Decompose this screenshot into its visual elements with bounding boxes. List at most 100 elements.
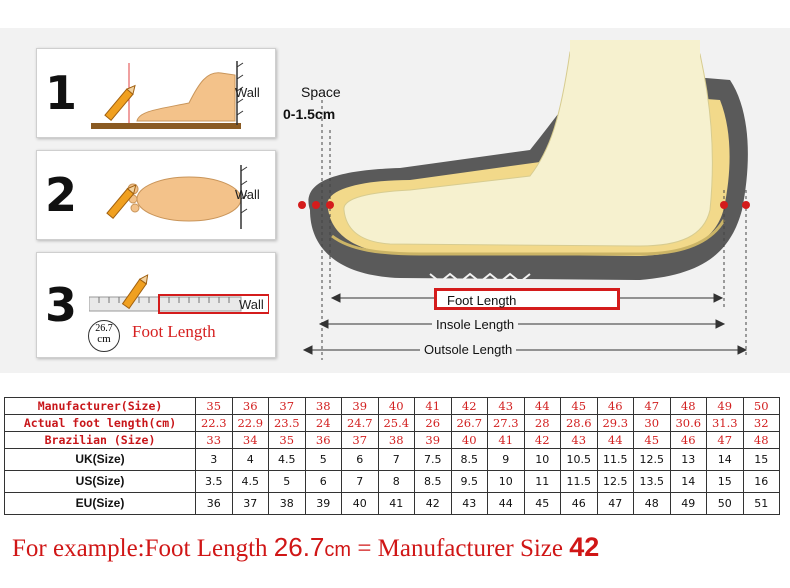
table-cell: 43 [450, 492, 488, 515]
table-cell: 3.5 [195, 470, 233, 493]
table-cell: 40 [377, 397, 415, 415]
measurement-number: 26.7 [95, 323, 113, 334]
table-cell: 38 [304, 397, 342, 415]
table-cell: 39 [341, 397, 379, 415]
table-cell: 35 [195, 397, 233, 415]
table-cell: 40 [450, 431, 488, 449]
table-cell: 48 [633, 492, 671, 515]
table-cell: 28 [523, 414, 561, 432]
table-cell: 39 [304, 492, 342, 515]
table-cell: 48 [742, 431, 780, 449]
foot-top-view-illustration [106, 165, 248, 229]
space-value: 0-1.5cm [283, 106, 336, 122]
outsole-length-label: Outsole Length [420, 342, 517, 357]
table-cell: 32 [742, 414, 780, 432]
pencil-icon [104, 84, 136, 122]
shoe-cross-section-diagram [298, 40, 750, 360]
table-cell: 10 [523, 448, 561, 471]
measurement-badge: 26.7 cm [88, 320, 120, 352]
table-cell: 44 [487, 492, 525, 515]
table-cell: 11.5 [596, 448, 634, 471]
table-cell: 48 [669, 397, 707, 415]
table-cell: 30.6 [669, 414, 707, 432]
row-header: Brazilian (Size) [4, 431, 196, 449]
table-cell: 12.5 [633, 448, 671, 471]
table-cell: 42 [523, 431, 561, 449]
example-prefix: For example:Foot Length [12, 535, 274, 562]
table-cell: 4.5 [231, 470, 269, 493]
table-cell: 36 [195, 492, 233, 515]
foot-side-view-illustration [91, 61, 244, 129]
table-cell: 14 [669, 470, 707, 493]
pencil-icon [121, 274, 149, 310]
table-cell: 33 [195, 431, 233, 449]
table-cell: 45 [633, 431, 671, 449]
table-cell: 50 [706, 492, 744, 515]
example-length-value: 26.7 [273, 532, 325, 562]
wall-label: Wall [235, 187, 260, 202]
table-cell: 25.4 [377, 414, 415, 432]
ruler-illustration [89, 274, 269, 314]
table-cell: 15 [742, 448, 780, 471]
table-cell: 8.5 [450, 448, 488, 471]
wall-label: Wall [239, 297, 264, 312]
table-cell: 28.6 [560, 414, 598, 432]
table-cell: 9.5 [450, 470, 488, 493]
row-header: US(Size) [4, 470, 196, 493]
table-cell: 31.3 [706, 414, 744, 432]
table-cell: 49 [669, 492, 707, 515]
example-sentence: For example:Foot Length 26.7cm = Manufac… [12, 532, 782, 563]
table-cell: 7 [377, 448, 415, 471]
table-cell: 7.5 [414, 448, 452, 471]
table-cell: 11.5 [560, 470, 598, 493]
step-3-card: 3 Wall [36, 252, 276, 358]
table-cell: 41 [487, 431, 525, 449]
table-cell: 38 [268, 492, 306, 515]
table-cell: 29.3 [596, 414, 634, 432]
table-cell: 46 [560, 492, 598, 515]
table-cell: 23.5 [268, 414, 306, 432]
table-cell: 13 [669, 448, 707, 471]
insole-length-label: Insole Length [432, 317, 519, 332]
table-cell: 27.3 [487, 414, 525, 432]
foot-length-label: Foot Length [447, 293, 517, 308]
row-header: EU(Size) [4, 492, 196, 515]
table-cell: 11 [523, 470, 561, 493]
step-1-card: 1 Wall [36, 48, 276, 138]
table-cell: 22.9 [231, 414, 269, 432]
table-cell: 42 [414, 492, 452, 515]
table-cell: 8 [377, 470, 415, 493]
table-cell: 34 [231, 431, 269, 449]
table-cell: 24 [304, 414, 342, 432]
table-cell: 38 [377, 431, 415, 449]
table-cell: 51 [742, 492, 780, 515]
table-cell: 10.5 [560, 448, 598, 471]
table-cell: 39 [414, 431, 452, 449]
step3-foot-length-label: Foot Length [132, 322, 216, 341]
table-cell: 41 [377, 492, 415, 515]
table-cell: 49 [706, 397, 744, 415]
measurement-unit: cm [97, 333, 111, 345]
table-cell: 15 [706, 470, 744, 493]
table-cell: 5 [304, 448, 342, 471]
table-cell: 7 [341, 470, 379, 493]
table-cell: 12.5 [596, 470, 634, 493]
pencil-icon [106, 184, 137, 220]
table-cell: 24.7 [341, 414, 379, 432]
wall-label: Wall [235, 85, 260, 100]
space-label: Space [301, 84, 341, 100]
foot-length-box: Foot Length [434, 288, 620, 310]
table-cell: 9 [487, 448, 525, 471]
table-cell: 13.5 [633, 470, 671, 493]
table-cell: 42 [450, 397, 488, 415]
table-cell: 6 [304, 470, 342, 493]
step-number: 2 [45, 168, 78, 222]
table-cell: 8.5 [414, 470, 452, 493]
table-cell: 40 [341, 492, 379, 515]
table-cell: 16 [742, 470, 780, 493]
